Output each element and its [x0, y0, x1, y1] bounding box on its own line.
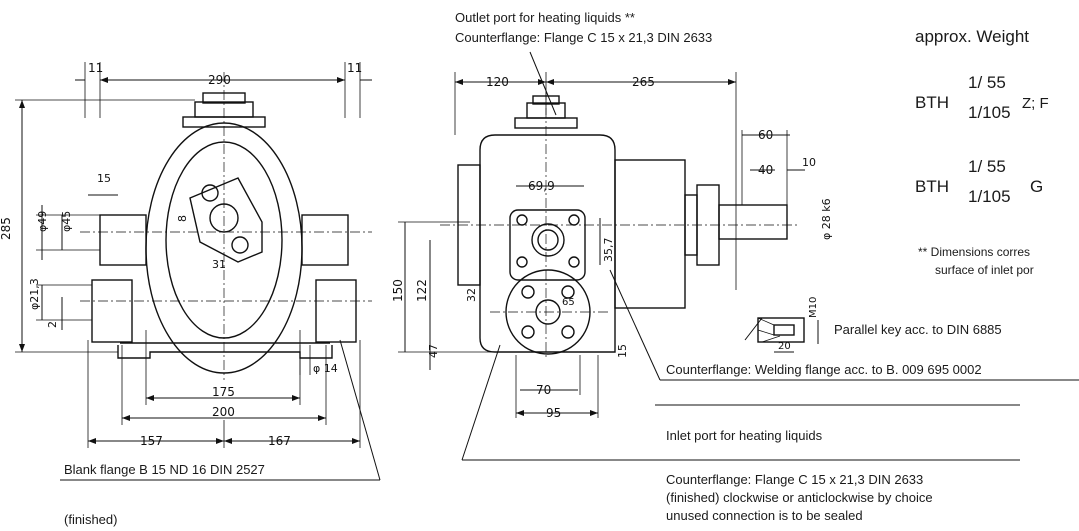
dim-120: 120 [486, 75, 509, 89]
dim-2: 2 [46, 321, 59, 328]
counterflange-bottom-line2: (finished) clockwise or anticlockwise by… [666, 490, 933, 505]
dim-32: 32 [465, 288, 478, 302]
dims-note-line1: ** Dimensions corres [918, 245, 1030, 259]
dim-167: 167 [268, 434, 291, 448]
dim-157: 157 [140, 434, 163, 448]
annotations: Outlet port for heating liquids ** Count… [64, 10, 1049, 527]
bth1-base: BTH [915, 93, 949, 112]
dim-65: 65 [562, 297, 575, 308]
bth2-base: BTH [915, 177, 949, 196]
dim-phi14: φ 14 [313, 362, 338, 375]
dim-40: 40 [758, 163, 773, 177]
dim-285: 285 [0, 217, 13, 240]
dim-31: 31 [212, 258, 226, 271]
dim-11-left: 11 [88, 61, 103, 75]
front-view [15, 62, 381, 481]
dim-122: 122 [415, 279, 429, 302]
outlet-label-line2: Counterflange: Flange C 15 x 21,3 DIN 26… [455, 30, 712, 45]
parallel-key-detail [744, 317, 819, 353]
dim-phi28k6: φ 28 k6 [820, 198, 833, 240]
weight-label: approx. Weight [915, 27, 1029, 46]
dim-m10: M10 [808, 297, 819, 318]
dim-150: 150 [391, 279, 405, 302]
dim-69-9: 69,9 [528, 179, 555, 193]
dim-290: 290 [208, 73, 231, 87]
bth2-suffix: G [1030, 177, 1043, 196]
counterflange-bottom-line3: unused connection is to be sealed [666, 508, 863, 523]
dim-47: 47 [427, 344, 440, 358]
dims-note-line2: surface of inlet por [935, 263, 1034, 277]
bth2-numerator: 1/ 55 [968, 157, 1006, 176]
side-view [398, 51, 1079, 461]
dim-200: 200 [212, 405, 235, 419]
dim-175: 175 [212, 385, 235, 399]
counterflange-welding-label: Counterflange: Welding flange acc. to B.… [666, 362, 982, 377]
parallel-key-label: Parallel key acc. to DIN 6885 [834, 322, 1002, 337]
dim-11-right: 11 [347, 61, 362, 75]
dim-265: 265 [632, 75, 655, 89]
bth1-numerator: 1/ 55 [968, 73, 1006, 92]
counterflange-bottom-line1: Counterflange: Flange C 15 x 21,3 DIN 26… [666, 472, 923, 487]
inlet-port-label: Inlet port for heating liquids [666, 428, 823, 443]
dimension-labels: 11 290 11 285 15 φ49 φ45 8 31 φ21,3 2 φ … [0, 61, 833, 448]
bth1-suffix: Z; F [1022, 95, 1049, 112]
outlet-label-line1: Outlet port for heating liquids ** [455, 10, 635, 25]
dim-15-right: 15 [616, 344, 629, 358]
dim-phi21-3: φ21,3 [28, 278, 41, 310]
dim-phi45: φ45 [60, 211, 73, 232]
dim-8: 8 [176, 215, 189, 222]
dim-10: 10 [802, 156, 816, 169]
dim-60: 60 [758, 128, 773, 142]
dim-15: 15 [97, 172, 111, 185]
bth1-denominator: 1/105 [968, 103, 1011, 122]
bth2-denominator: 1/105 [968, 187, 1011, 206]
dim-35-7: 35,7 [602, 238, 615, 263]
dim-95: 95 [546, 406, 561, 420]
dim-20: 20 [778, 341, 791, 352]
dim-70: 70 [536, 383, 551, 397]
blank-flange-label: Blank flange B 15 ND 16 DIN 2527 [64, 462, 265, 477]
finished-label: (finished) [64, 512, 117, 527]
dim-phi49: φ49 [36, 211, 49, 232]
